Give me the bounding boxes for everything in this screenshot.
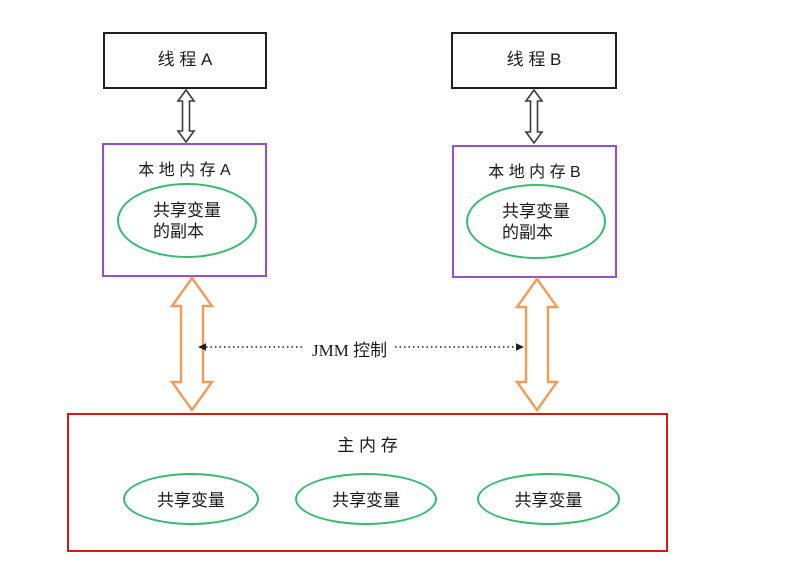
double-arrow-shape: [514, 276, 560, 413]
memory-b-double-arrow-icon: [514, 276, 560, 413]
main-memory-title: 主 内 存: [337, 436, 398, 455]
shared-var-ellipse-3: 共享变量: [477, 473, 620, 525]
shared-var-ellipse-2: 共享变量: [295, 473, 437, 525]
jmm-control-label: JMM 控制: [304, 335, 396, 362]
thread-a-double-arrow-icon: [176, 88, 196, 144]
memory-a-double-arrow-icon: [169, 275, 215, 413]
left-arrowhead: [198, 343, 206, 351]
jmm-dotted-arrow-icon: [198, 343, 524, 351]
local-memory-b-box: 本 地 内 存 B 共享变量 的副本: [452, 145, 617, 278]
local-memory-a-box: 本 地 内 存 A 共享变量 的副本: [102, 143, 267, 277]
shared-var-label-2: 共享变量: [332, 490, 400, 510]
right-arrowhead: [516, 343, 524, 351]
copy-line2: 的副本: [502, 222, 553, 242]
shared-var-copy-b-text: 共享变量 的副本: [502, 201, 570, 243]
thread-b-double-arrow-icon: [524, 88, 544, 145]
local-memory-b-title: 本 地 内 存 B: [488, 164, 581, 181]
double-arrow-shape: [524, 88, 544, 145]
shared-var-ellipse-1: 共享变量: [123, 473, 259, 525]
copy-line1: 共享变量: [153, 200, 221, 220]
shared-var-label-1: 共享变量: [157, 490, 225, 510]
thread-b-box: 线 程 B: [451, 32, 617, 89]
thread-a-label: 线 程 A: [157, 50, 213, 69]
shared-var-label-3: 共享变量: [514, 490, 583, 510]
shared-var-copy-a-ellipse: 共享变量 的副本: [117, 183, 257, 258]
shared-var-copy-b-ellipse: 共享变量 的副本: [466, 184, 606, 259]
double-arrow-shape: [176, 88, 196, 144]
copy-line1: 共享变量: [502, 201, 570, 221]
main-memory-box: 主 内 存 共享变量 共享变量 共享变量: [67, 413, 668, 552]
double-arrow-shape: [169, 275, 215, 413]
thread-a-box: 线 程 A: [103, 32, 267, 89]
local-memory-a-title: 本 地 内 存 A: [138, 162, 231, 179]
copy-line2: 的副本: [153, 221, 204, 241]
shared-var-copy-a-text: 共享变量 的副本: [153, 200, 221, 242]
thread-b-label: 线 程 B: [506, 50, 562, 69]
